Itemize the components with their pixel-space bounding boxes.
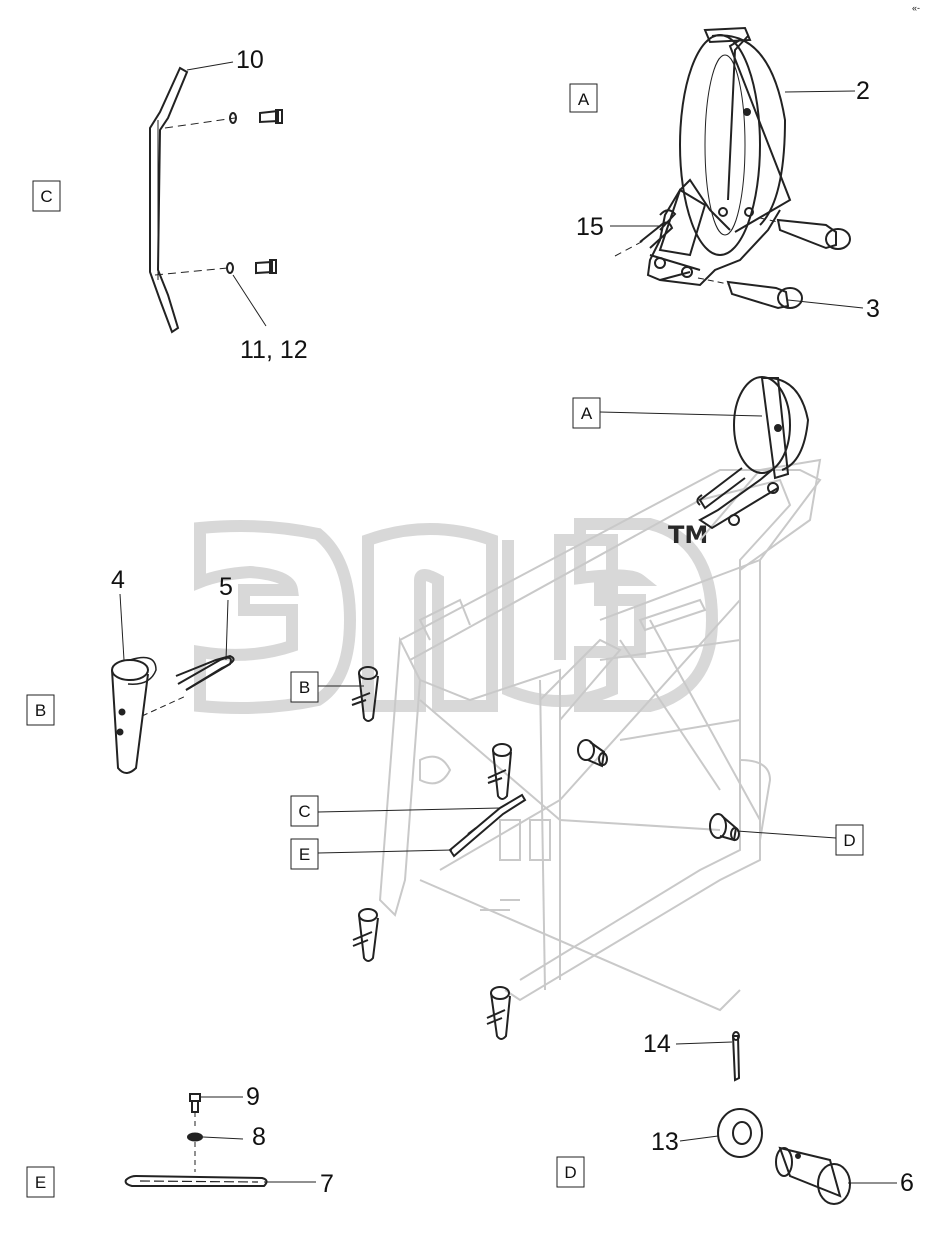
view-label-texts: A C A B B C E D D E [35, 90, 856, 1192]
view-label-b-detail-box [26, 694, 55, 726]
callout-4: 4 [111, 566, 125, 594]
view-label-a-main: A [581, 404, 593, 423]
view-label-b-main-box [290, 671, 319, 703]
callout-3: 3 [866, 295, 880, 323]
view-label-c-detail-box [32, 180, 61, 212]
view-label-c-main: C [298, 802, 310, 821]
callout-2: 2 [856, 77, 870, 105]
view-labels [26, 83, 864, 1198]
view-label-d-detail-box [556, 1156, 585, 1188]
view-label-b-detail: B [35, 701, 46, 720]
view-label-b-main: B [299, 678, 310, 697]
strap-e-detail [124, 1093, 268, 1187]
frame-assembly [378, 458, 822, 1012]
leader-lines [119, 61, 897, 1184]
callout-6: 6 [900, 1169, 914, 1197]
pin-d-detail [717, 1031, 851, 1205]
callout-13: 13 [651, 1128, 679, 1156]
callout-8: 8 [252, 1123, 266, 1151]
view-label-a-top-box [569, 83, 598, 113]
view-label-e-main: E [299, 845, 310, 864]
view-label-a-main-box [572, 397, 601, 429]
frame-pins [351, 666, 740, 1040]
view-label-d-detail: D [564, 1163, 576, 1182]
callout-9: 9 [246, 1083, 260, 1111]
view-label-e-detail-box [26, 1166, 55, 1198]
callout-7: 7 [320, 1170, 334, 1198]
view-label-c-main-box [290, 795, 319, 827]
reel-assembly-detail [614, 26, 851, 310]
lynch-pin-detail [111, 654, 235, 774]
reel-assembly-mounted [696, 376, 810, 530]
strap-detail [149, 66, 283, 334]
callout-5: 5 [219, 573, 233, 601]
view-label-d-main-box [835, 824, 864, 856]
watermark-tm: TM [668, 521, 708, 549]
callout-numbers: 10 2 15 3 11, 12 4 5 14 9 8 13 6 7 [111, 46, 914, 1198]
view-label-e-detail: E [35, 1173, 46, 1192]
view-label-a-top: A [578, 90, 590, 109]
view-label-d-main: D [843, 831, 855, 850]
callout-15: 15 [576, 213, 604, 241]
view-label-e-main-box [290, 838, 319, 870]
watermark: TM [194, 518, 719, 714]
callout-14: 14 [643, 1030, 671, 1058]
view-label-c-detail: C [40, 187, 52, 206]
callout-11-12: 11, 12 [240, 336, 308, 364]
callout-10: 10 [236, 46, 264, 74]
corner-mark: «‑ [912, 3, 920, 13]
